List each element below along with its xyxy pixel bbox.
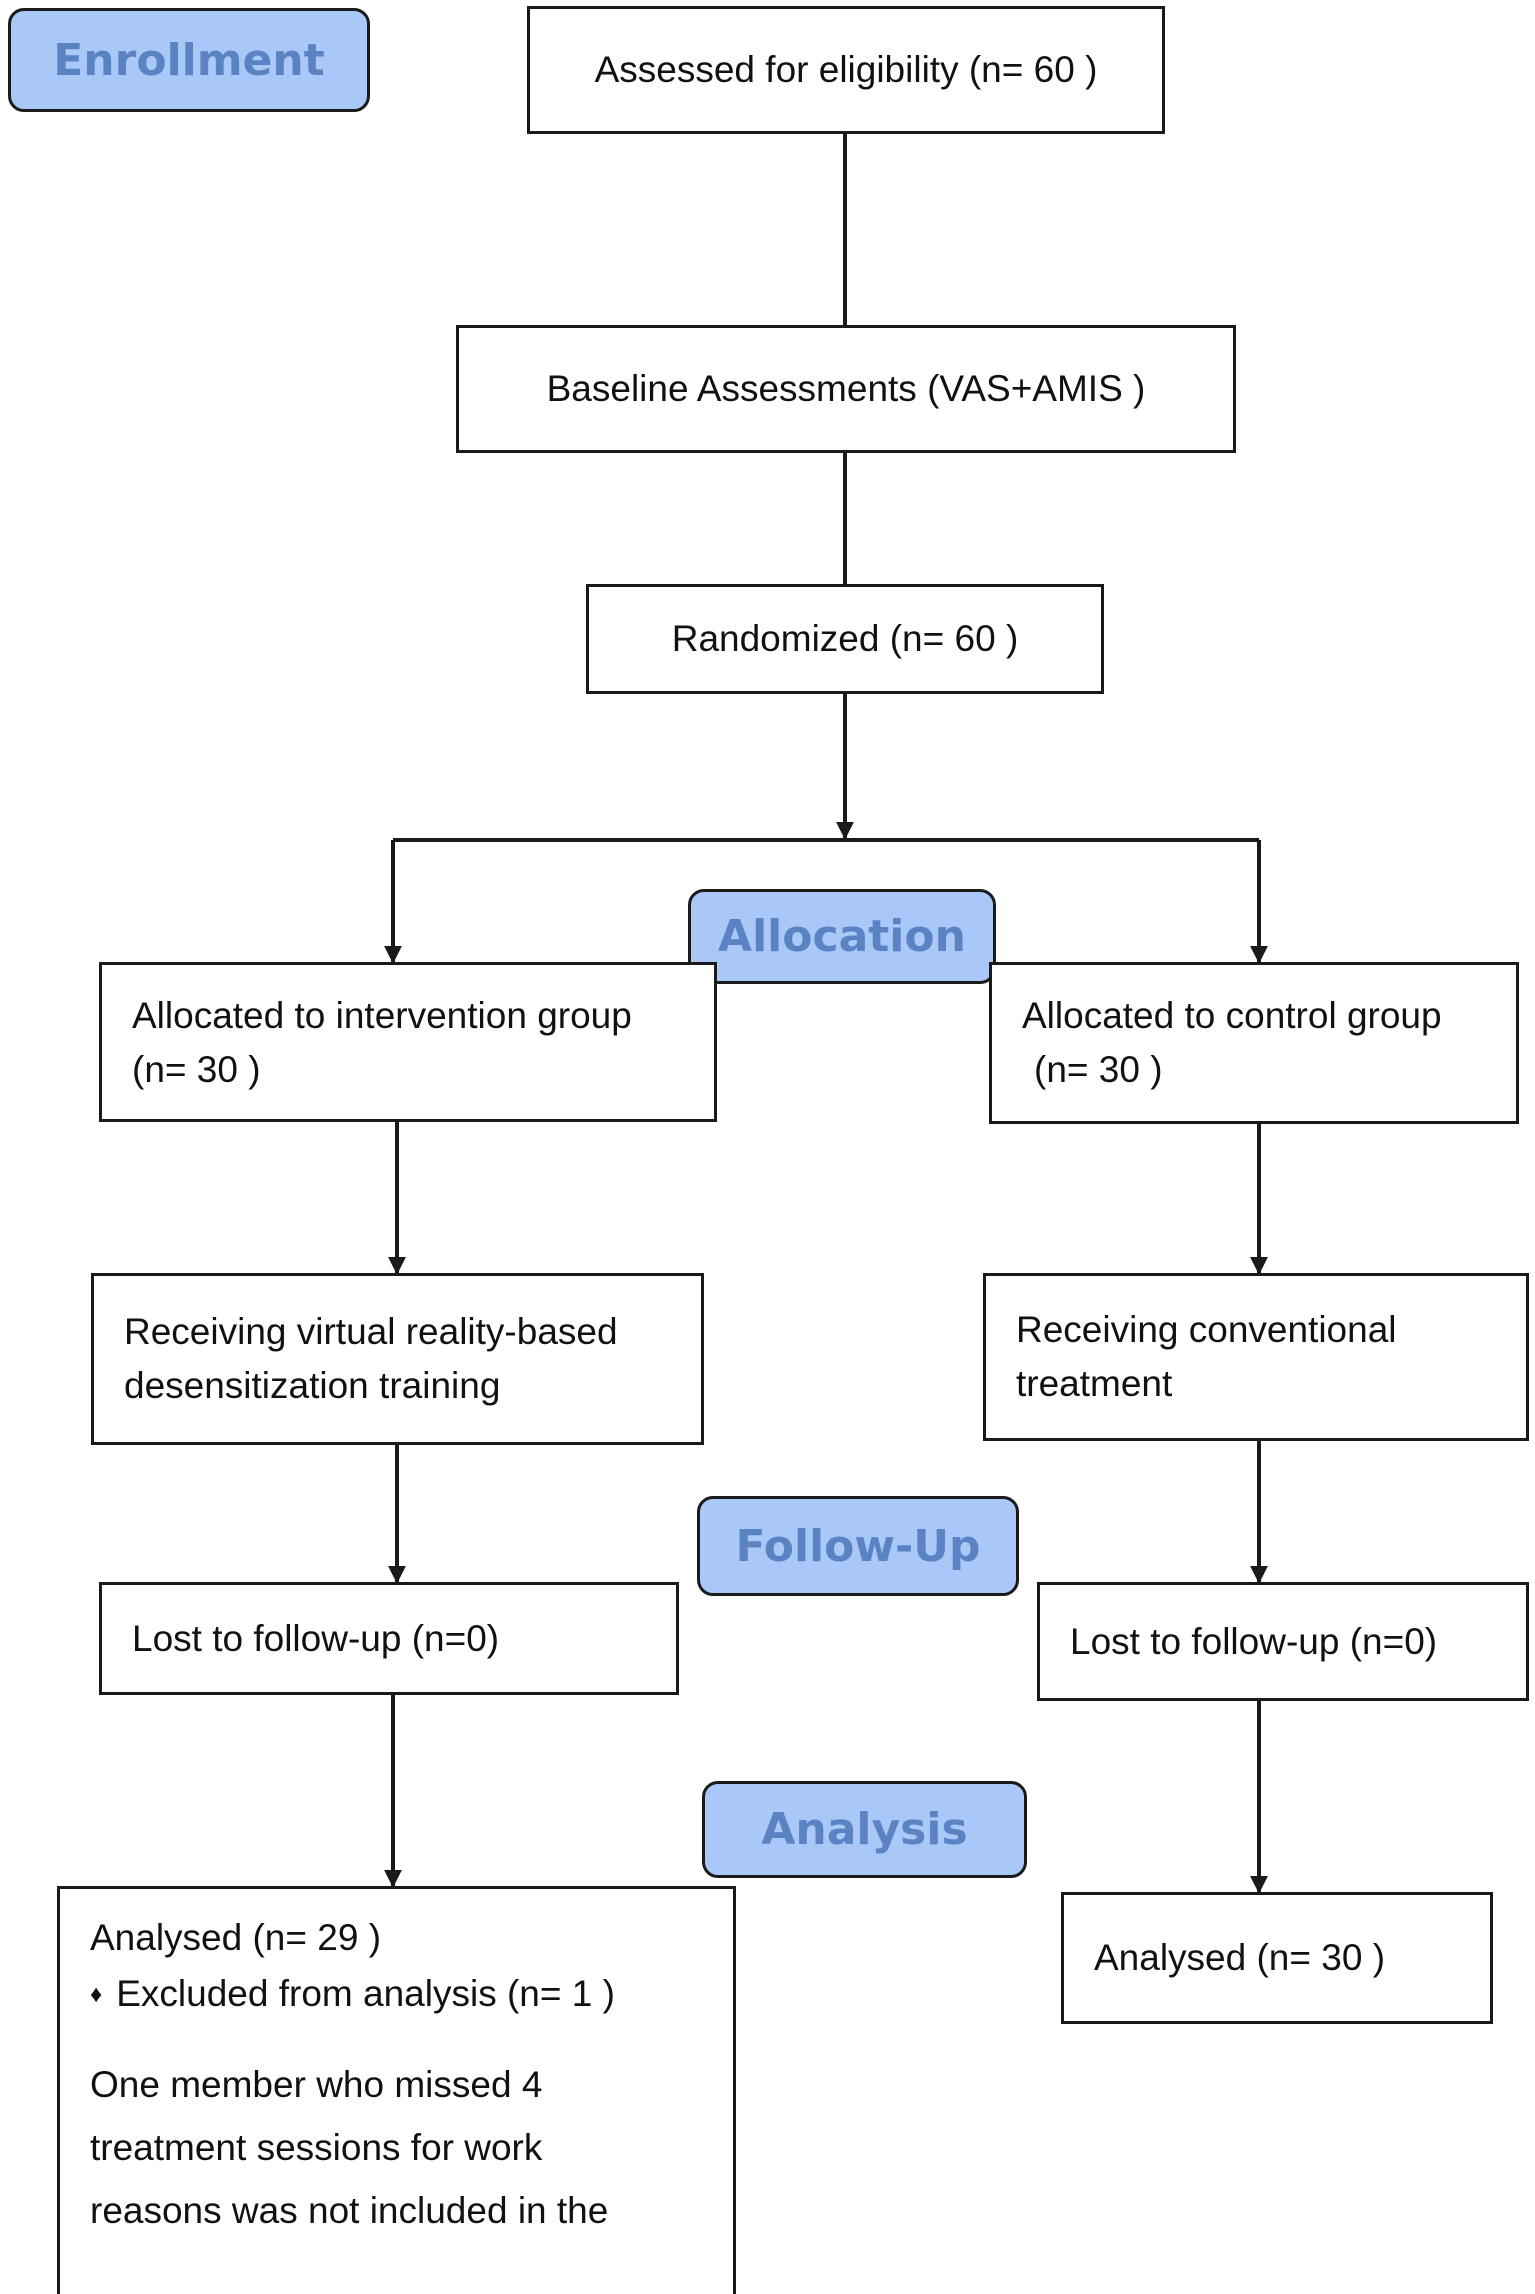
alloc-control-box: Allocated to control group (n= 30 ) [989,962,1519,1124]
exclusion-note-line2: treatment sessions for work [90,2127,543,2169]
lost-intervention-box: Lost to follow-up (n=0) [99,1582,679,1695]
diamond-bullet-icon: ♦ [90,1981,103,2009]
receive-intervention-box: Receiving virtual reality-based desensit… [91,1273,704,1445]
alloc-intervention-line1: Allocated to intervention group [132,995,632,1036]
analysed-control-count: Analysed (n= 30 ) [1094,1937,1386,1979]
excluded-text: Excluded from analysis (n= 1 ) [116,1972,615,2014]
stage-allocation: Allocation [688,889,996,984]
analysed-control-box: Analysed (n= 30 ) [1061,1892,1493,2024]
analysed-intervention-count: Analysed (n= 29 ) [90,1917,382,1958]
exclusion-note-line3: reasons was not included in the [90,2190,609,2232]
stage-follow-up: Follow-Up [697,1496,1019,1596]
alloc-control-line2: (n= 30 ) [1034,1048,1163,1090]
lost-control-label: Lost to follow-up (n=0) [1070,1620,1438,1662]
receive-control-line1: Receiving conventional [1016,1309,1397,1351]
alloc-intervention-box: Allocated to intervention group (n= 30 ) [99,962,717,1122]
randomized-box: Randomized (n= 60 ) [586,584,1104,694]
alloc-control-line1: Allocated to control group [1022,995,1442,1036]
assessed-box: Assessed for eligibility (n= 60 ) [527,6,1165,134]
receive-intervention-line2: desensitization training [124,1365,501,1406]
baseline-box: Baseline Assessments (VAS+AMIS ) [456,325,1236,453]
receive-control-box: Receiving conventional treatment [983,1273,1529,1441]
receive-intervention-line1: Receiving virtual reality-based [124,1311,618,1353]
analysed-intervention-box: Analysed (n= 29 ) ♦ Excluded from analysi… [57,1886,736,2294]
lost-control-box: Lost to follow-up (n=0) [1037,1582,1529,1701]
lost-intervention-label: Lost to follow-up (n=0) [132,1617,500,1659]
exclusion-note-line1: One member who missed 4 [90,2064,543,2106]
excluded-line: ♦ Excluded from analysis (n= 1 ) [90,1967,703,2021]
stage-analysis: Analysis [702,1781,1027,1878]
stage-enrollment: Enrollment [8,8,370,112]
receive-control-line2: treatment [1016,1363,1173,1404]
alloc-intervention-line2: (n= 30 ) [132,1048,261,1090]
